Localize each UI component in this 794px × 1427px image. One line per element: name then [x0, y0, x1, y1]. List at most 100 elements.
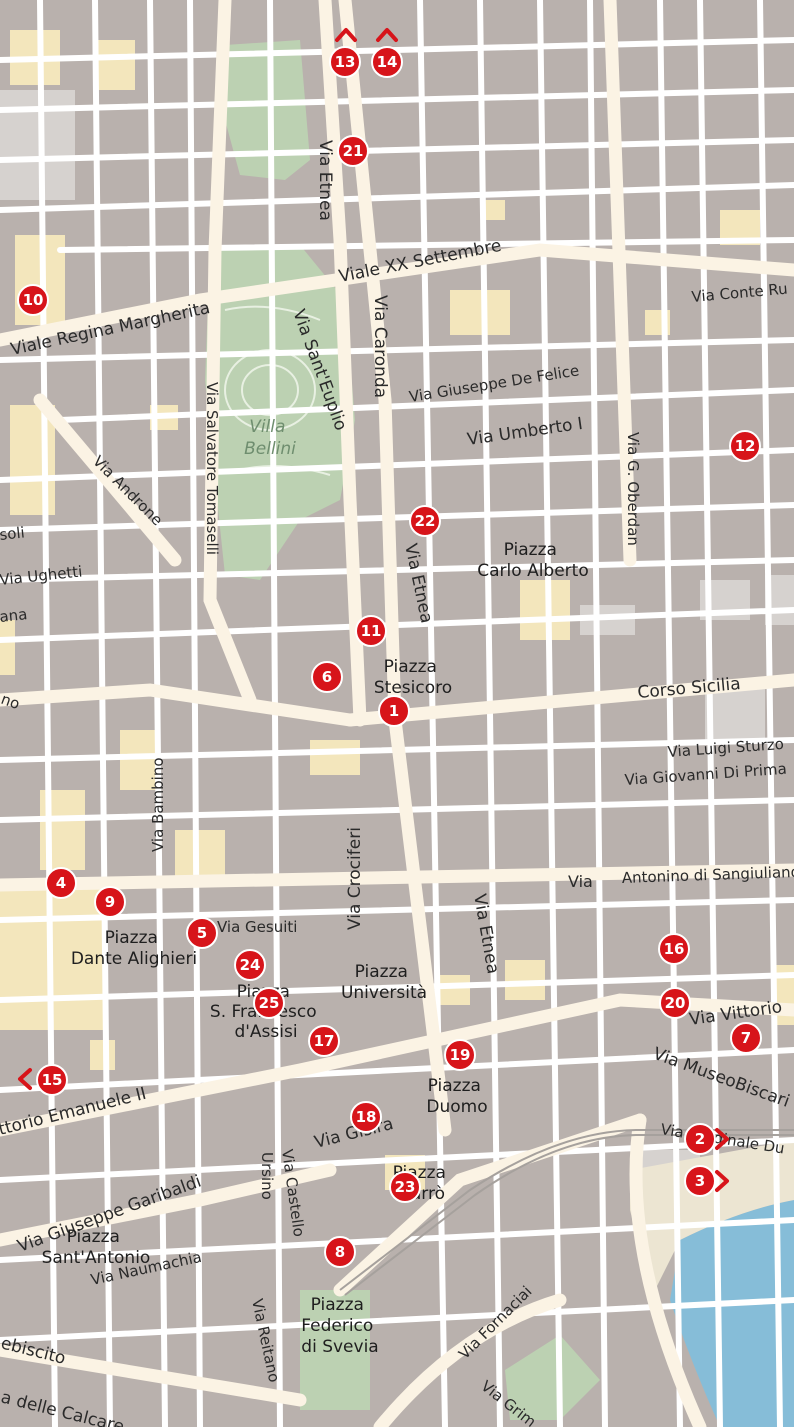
place-label-carlo-alberto: Piazza Carlo Alberto	[477, 540, 588, 581]
place-label-line: Federico	[301, 1316, 373, 1336]
street-label: Via Caronda	[370, 295, 390, 398]
chevron-up-icon	[335, 28, 357, 42]
place-label-line: Sant'Antonio	[42, 1248, 151, 1268]
poi-marker-number: 1	[389, 702, 399, 720]
poi-marker-10[interactable]: 10	[17, 284, 49, 316]
place-label-line: Piazza	[67, 1227, 120, 1247]
street-label: Via Gesuiti	[217, 918, 297, 936]
poi-marker-17[interactable]: 17	[308, 1025, 340, 1057]
poi-marker-3[interactable]: 3	[684, 1165, 716, 1197]
poi-marker-23[interactable]: 23	[389, 1171, 421, 1203]
poi-marker-18[interactable]: 18	[350, 1101, 382, 1133]
poi-marker-number: 7	[741, 1029, 751, 1047]
place-label-line: Piazza	[105, 928, 158, 948]
place-label-dante: Piazza Dante Alighieri	[71, 928, 197, 969]
poi-marker-number: 17	[314, 1032, 335, 1050]
poi-marker-9[interactable]: 9	[94, 886, 126, 918]
poi-marker-16[interactable]: 16	[658, 933, 690, 965]
poi-marker-number: 12	[735, 437, 756, 455]
railway	[339, 1129, 794, 1296]
street-label: soli	[0, 523, 26, 544]
poi-marker-12[interactable]: 12	[729, 430, 761, 462]
poi-marker-number: 14	[377, 53, 398, 71]
poi-marker-1[interactable]: 1	[378, 695, 410, 727]
chevron-left-icon	[18, 1068, 32, 1090]
poi-marker-20[interactable]: 20	[659, 987, 691, 1019]
place-label-line: di Svevia	[301, 1337, 378, 1357]
poi-marker-13[interactable]: 13	[329, 46, 361, 78]
place-labels: Piazza Carlo Alberto Piazza Stesicoro Pi…	[42, 540, 589, 1357]
place-label-line: Carlo Alberto	[477, 561, 588, 581]
poi-marker-8[interactable]: 8	[324, 1236, 356, 1268]
place-label-line: Piazza	[384, 657, 437, 677]
place-label-line: Piazza	[504, 540, 557, 560]
poi-marker-15[interactable]: 15	[36, 1064, 68, 1096]
poi-marker-21[interactable]: 21	[337, 135, 369, 167]
street-label: Via Etnea	[315, 140, 335, 221]
place-label-line: d'Assisi	[234, 1022, 297, 1042]
place-label-federico: Piazza Federico di Svevia	[301, 1295, 378, 1357]
poi-marker-number: 6	[322, 668, 332, 686]
poi-marker-number: 15	[42, 1071, 63, 1089]
place-label-line: Piazza	[428, 1076, 481, 1096]
poi-marker-number: 20	[665, 994, 686, 1012]
place-label-line: Università	[341, 983, 427, 1003]
poi-marker-2[interactable]: 2	[684, 1123, 716, 1155]
place-label-line: Duomo	[426, 1097, 487, 1117]
poi-marker-number: 13	[335, 53, 356, 71]
place-label-line: Piazza	[311, 1295, 364, 1315]
poi-marker-number: 22	[415, 512, 436, 530]
poi-marker-number: 10	[23, 291, 44, 309]
poi-marker-19[interactable]: 19	[444, 1039, 476, 1071]
park-label-line: Villa	[249, 417, 285, 437]
poi-marker-6[interactable]: 6	[311, 661, 343, 693]
poi-marker-number: 25	[259, 994, 280, 1012]
street-label: Via G. Oberdan	[624, 432, 642, 546]
poi-marker-11[interactable]: 11	[355, 615, 387, 647]
poi-marker-number: 19	[450, 1046, 471, 1064]
place-label-line: Dante Alighieri	[71, 949, 197, 969]
chevron-up-icon	[376, 28, 398, 42]
street-label: Via Salvatore Tomaselli	[203, 382, 221, 555]
poi-marker-24[interactable]: 24	[234, 949, 266, 981]
poi-marker-number: 23	[395, 1178, 416, 1196]
street-label: Via	[568, 872, 593, 891]
place-label-sant-antonio: Piazza Sant'Antonio	[42, 1227, 151, 1268]
poi-marker-7[interactable]: 7	[730, 1022, 762, 1054]
place-label-stesicoro: Piazza Stesicoro	[374, 657, 452, 698]
poi-marker-5[interactable]: 5	[186, 917, 218, 949]
park-label-line: Bellini	[244, 439, 296, 459]
street-label: ana	[0, 605, 28, 626]
place-label-universita: Piazza Università	[341, 962, 427, 1003]
poi-marker-number: 11	[361, 622, 382, 640]
street-label: no	[0, 690, 22, 713]
place-label-duomo: Piazza Duomo	[426, 1076, 487, 1117]
chevron-right-icon	[715, 1128, 729, 1150]
poi-marker-25[interactable]: 25	[253, 987, 285, 1019]
poi-marker-14[interactable]: 14	[371, 46, 403, 78]
poi-marker-22[interactable]: 22	[409, 505, 441, 537]
port-area	[630, 1140, 794, 1300]
chevron-right-icon	[715, 1170, 729, 1192]
poi-marker-number: 5	[197, 924, 207, 942]
poi-marker-number: 3	[695, 1172, 705, 1190]
direction-arrows	[18, 28, 729, 1192]
poi-marker-number: 4	[56, 874, 66, 892]
poi-marker-number: 24	[240, 956, 261, 974]
poi-marker-number: 16	[664, 940, 685, 958]
poi-markers[interactable]: 1 2 3 4 5 6 7 8 9 10 11 12 13 14 15 16 1…	[17, 46, 762, 1268]
poi-marker-4[interactable]: 4	[45, 867, 77, 899]
street-label: Ursino	[258, 1152, 276, 1200]
place-label-line: Stesicoro	[374, 678, 452, 698]
poi-marker-number: 8	[335, 1243, 345, 1261]
poi-marker-number: 21	[343, 142, 364, 160]
street-label: Via Crociferi	[345, 827, 365, 930]
street-label: Via Bambino	[149, 757, 167, 852]
sea	[670, 1200, 794, 1427]
poi-marker-number: 9	[105, 893, 115, 911]
poi-marker-number: 18	[356, 1108, 377, 1126]
place-label-line: Piazza	[355, 962, 408, 982]
